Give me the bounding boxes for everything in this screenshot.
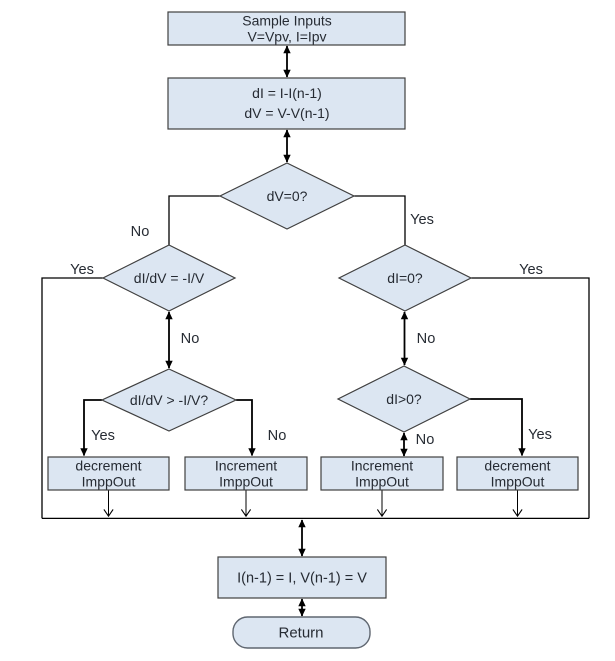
decrement-right-line2: ImppOut [491,474,545,490]
decrement-right-box [456,456,579,491]
increment-left-box [184,456,308,491]
node-update: I(n-1) = I, V(n-1) = V [217,556,387,599]
node-decrement-left: decrement ImppOut [47,456,170,491]
increment-right-box [320,456,444,491]
label-dv-no: No [131,224,150,240]
edge-dv-zero-yes [354,195,406,245]
label-di-gt-no: No [416,432,435,448]
decision-didv-gt: dI/dV > -I/V? [100,368,238,432]
label-didv-eq-no: No [181,331,200,347]
edge-didv-gt-no [236,399,256,457]
sample-inputs-box [167,11,406,46]
di-gt-label: dI>0? [386,391,422,407]
return-label: Return [278,625,323,642]
decrement-left-line1: decrement [75,458,141,474]
node-decrement-right: decrement ImppOut [456,456,579,491]
decision-didv-eq: dI/dV = -I/V [101,244,237,312]
edge-didv-eq-yes-to-merge [41,277,103,519]
dv-zero-label: dV=0? [267,188,308,204]
didv-gt-label: dI/dV > -I/V? [130,392,208,408]
increment-right-line2: ImppOut [355,474,409,490]
node-increment-right: Increment ImppOut [320,456,444,491]
sample-inputs-line1: Sample Inputs [242,13,332,29]
edge-didv-gt-yes [80,399,102,457]
di-gt-diamond [336,365,472,433]
delta-calc-box [167,77,406,130]
label-didv-eq-yes: Yes [70,262,94,278]
sample-inputs-line2: V=Vpv, I=Ipv [247,29,326,45]
didv-gt-diamond [100,368,238,432]
decision-di-zero: dI=0? [337,244,473,312]
decrement-right-line1: decrement [484,458,550,474]
di-zero-label: dI=0? [387,270,423,286]
return-pill [232,616,371,649]
node-increment-left: Increment ImppOut [184,456,308,491]
didv-eq-label: dI/dV = -I/V [134,270,205,286]
label-didv-gt-yes: Yes [91,428,115,444]
edge-dv-zero-no [168,195,220,245]
label-di-zero-no: No [417,331,436,347]
label-dv-yes: Yes [410,212,434,228]
decision-di-gt: dI>0? [336,365,472,433]
increment-right-line1: Increment [351,458,413,474]
edge-di-zero-yes-to-merge [471,277,590,519]
didv-eq-diamond [101,244,237,312]
update-label: I(n-1) = I, V(n-1) = V [237,571,367,587]
dv-zero-diamond [218,162,356,230]
decision-dv-zero: dV=0? [218,162,356,230]
delta-calc-line1: dI = I-I(n-1) [252,85,322,101]
label-di-zero-yes: Yes [519,262,543,278]
terminator-return: Return [232,616,371,649]
delta-calc-line2: dV = V-V(n-1) [244,105,329,121]
label-didv-gt-no: No [268,428,287,444]
increment-left-line2: ImppOut [219,474,273,490]
label-di-gt-yes: Yes [528,427,552,443]
di-zero-diamond [337,244,473,312]
node-delta-calc: dI = I-I(n-1) dV = V-V(n-1) [167,77,406,130]
update-box [217,556,387,599]
decrement-left-box [47,456,170,491]
node-sample-inputs: Sample Inputs V=Vpv, I=Ipv [167,11,406,46]
decrement-left-line2: ImppOut [82,474,136,490]
edge-di-gt-yes [470,398,526,457]
increment-left-line1: Increment [215,458,277,474]
